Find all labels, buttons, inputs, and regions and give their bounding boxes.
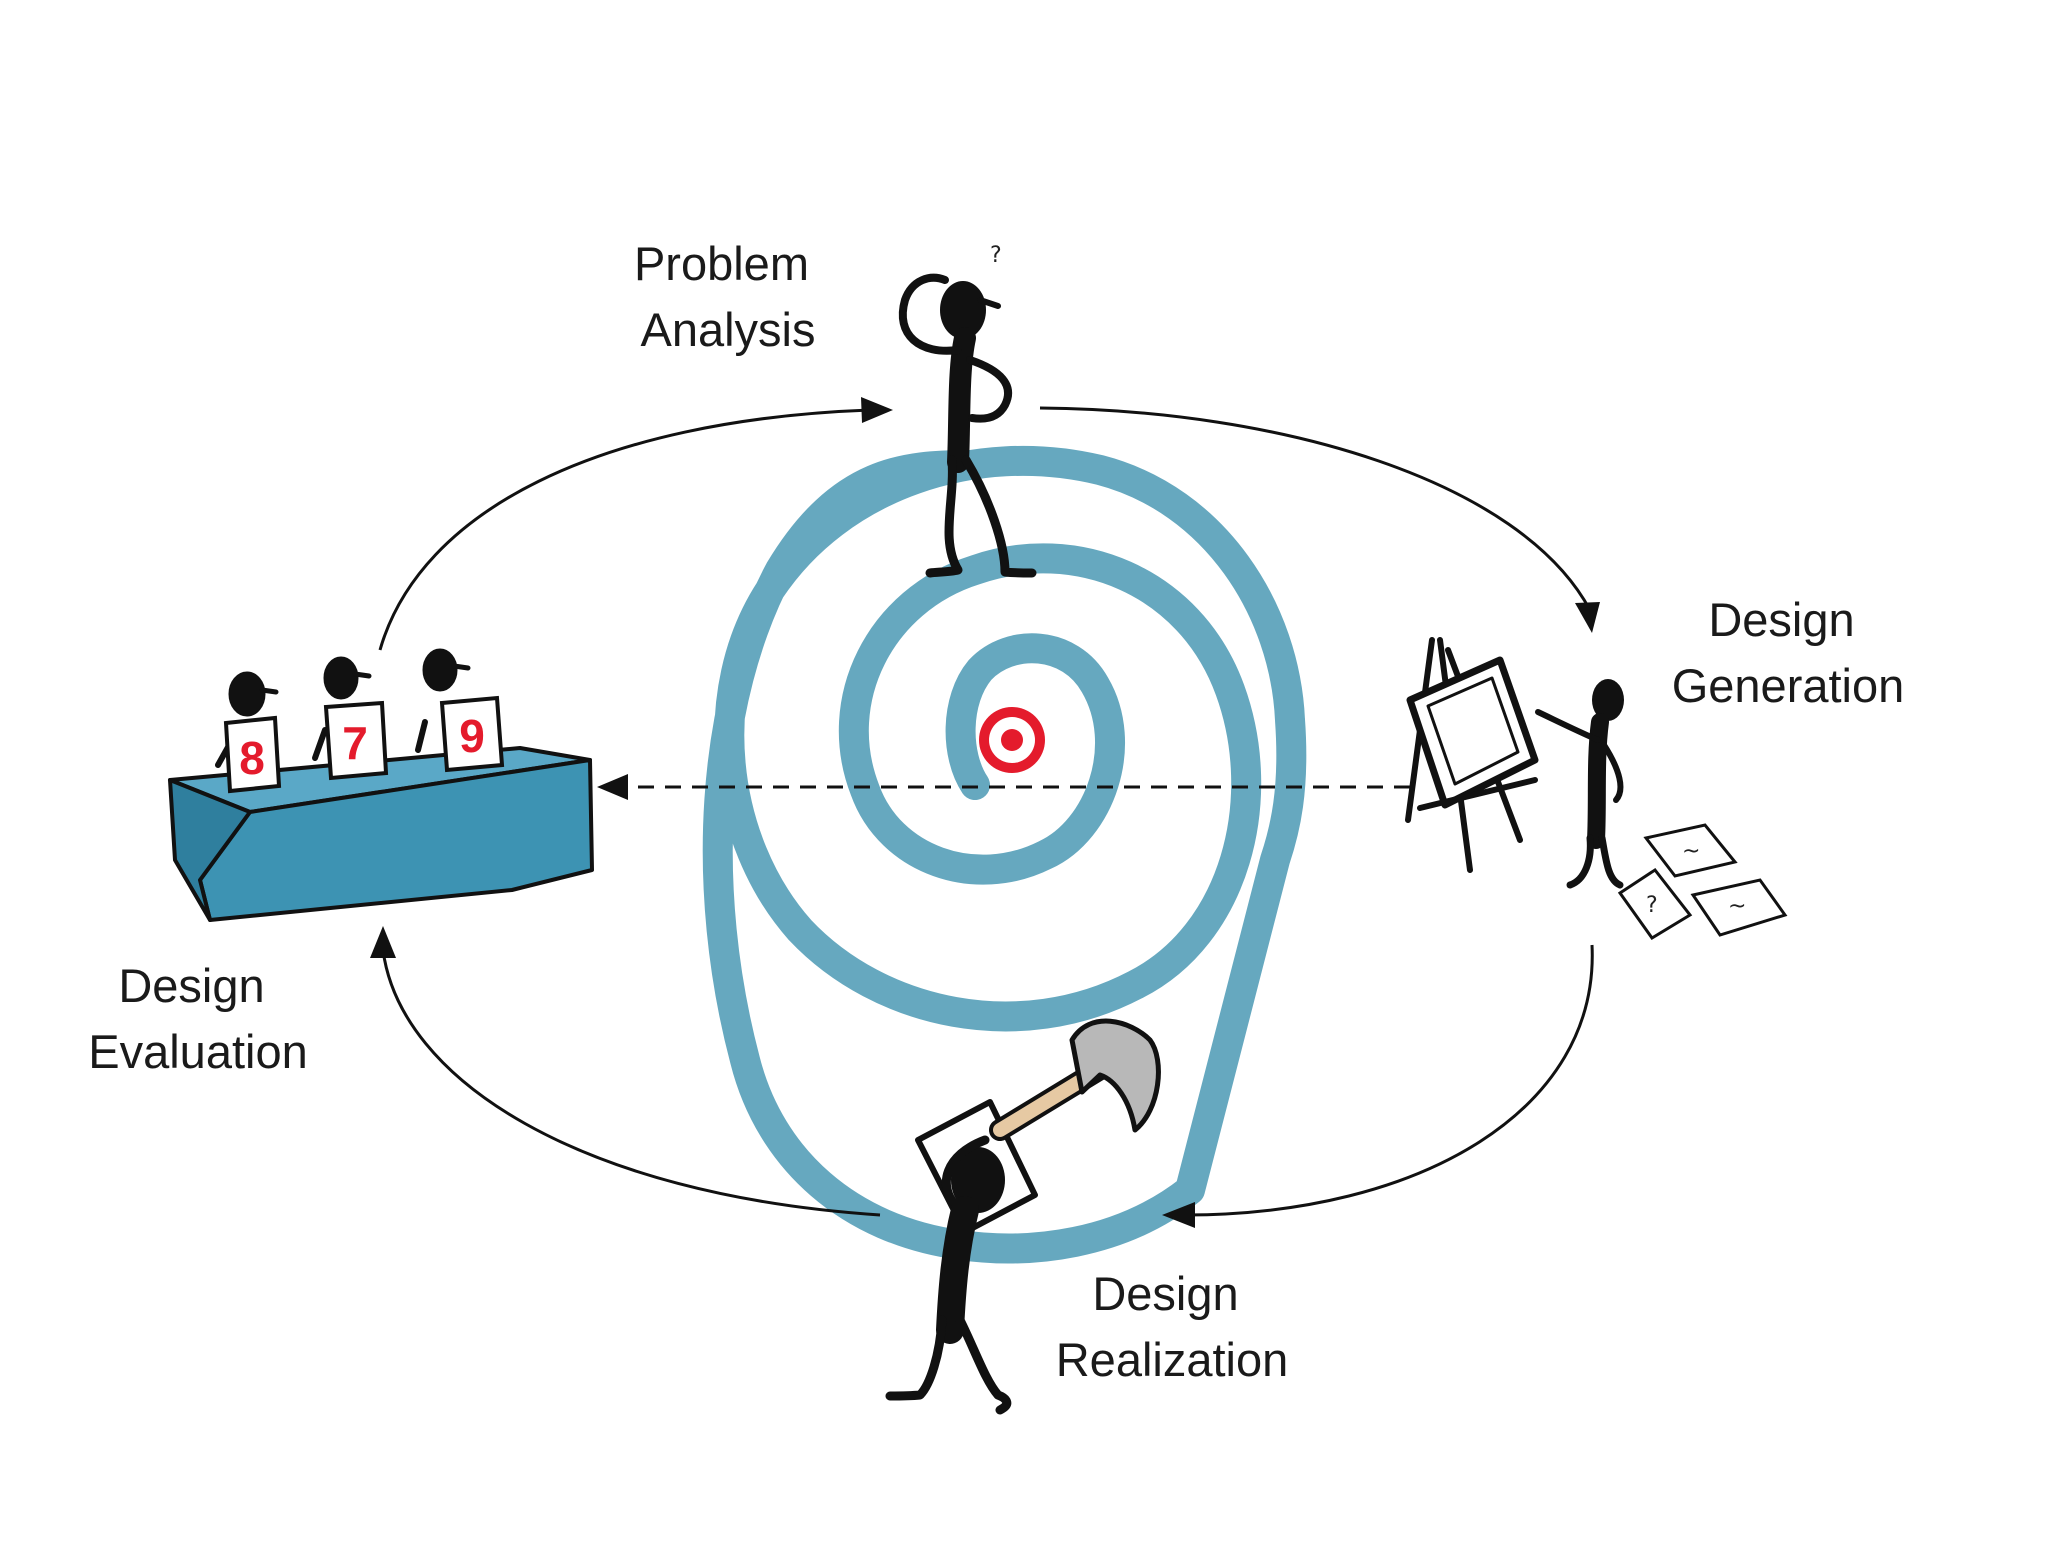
cycle-arrows	[378, 406, 1594, 1217]
sketch-mark-1: ~	[1682, 839, 1700, 864]
sketch-papers: ~ ? ~	[1617, 823, 1788, 941]
sketch-mark-2: ?	[1646, 893, 1658, 918]
arrow-analysis-to-generation	[1039, 406, 1592, 611]
thinker-body	[947, 327, 976, 473]
score-card-2: 7	[323, 700, 389, 781]
thinker-arm-raised	[898, 273, 962, 355]
label-problem-analysis: Problem Analysis	[634, 237, 822, 356]
sketch-paper-1	[1643, 823, 1738, 878]
target-icon	[979, 707, 1045, 773]
label-design-generation: Design Generation	[1672, 593, 1905, 712]
label-problem-analysis-line1: Problem	[634, 237, 809, 290]
arrowhead-evaluation	[370, 926, 396, 958]
builder-leg-right	[955, 1315, 1012, 1415]
sketch-paper-3	[1690, 878, 1788, 937]
label-design-evaluation-line2: Evaluation	[88, 1025, 308, 1078]
score-cards: 8 7 9	[223, 695, 505, 794]
painter-figure	[1535, 679, 1624, 889]
thinker-figure: ?	[898, 243, 1037, 578]
arrowhead-realization	[1162, 1202, 1195, 1228]
label-design-realization: Design Realization	[1056, 1267, 1289, 1386]
sketch-mark-3: ~	[1728, 894, 1746, 919]
thinker-cap-brim	[977, 297, 1001, 309]
arrow-generation-to-realization	[1184, 944, 1594, 1217]
label-design-generation-line1: Design	[1708, 593, 1854, 646]
score-card-1: 8	[223, 715, 282, 794]
thinker-leg-right	[961, 455, 1037, 578]
arrowhead-generation	[1575, 602, 1600, 633]
label-design-evaluation-line1: Design	[118, 959, 264, 1012]
label-problem-analysis-line2: Analysis	[640, 303, 815, 356]
thinker-arm-hip	[966, 356, 1013, 423]
arrowhead-analysis	[861, 397, 893, 423]
score-value-1: 8	[239, 732, 265, 784]
builder-figure	[885, 1018, 1161, 1415]
label-design-evaluation: Design Evaluation	[88, 959, 308, 1078]
score-card-3: 9	[439, 695, 505, 773]
hammer-head-icon	[1069, 1018, 1161, 1133]
arrow-realization-to-evaluation	[381, 949, 881, 1217]
score-value-3: 9	[459, 710, 485, 762]
builder-leg-left	[885, 1315, 947, 1401]
thinker-head	[940, 281, 986, 339]
builder-body	[936, 1196, 979, 1344]
label-design-generation-line2: Generation	[1672, 659, 1905, 712]
design-spiral	[702, 445, 1307, 1264]
easel-icon	[1405, 637, 1539, 873]
arrowheads	[370, 397, 1600, 1228]
arrowhead-dashed	[597, 774, 628, 800]
arrow-evaluation-to-analysis	[378, 408, 871, 651]
question-mark: ?	[990, 243, 1002, 268]
label-design-realization-line1: Design	[1092, 1267, 1238, 1320]
thinker-leg-left	[925, 455, 963, 578]
sketch-paper-2	[1617, 867, 1693, 941]
builder-arm	[941, 1135, 990, 1210]
score-value-2: 7	[342, 717, 368, 769]
label-design-realization-line2: Realization	[1056, 1333, 1289, 1386]
table-side	[168, 778, 252, 922]
